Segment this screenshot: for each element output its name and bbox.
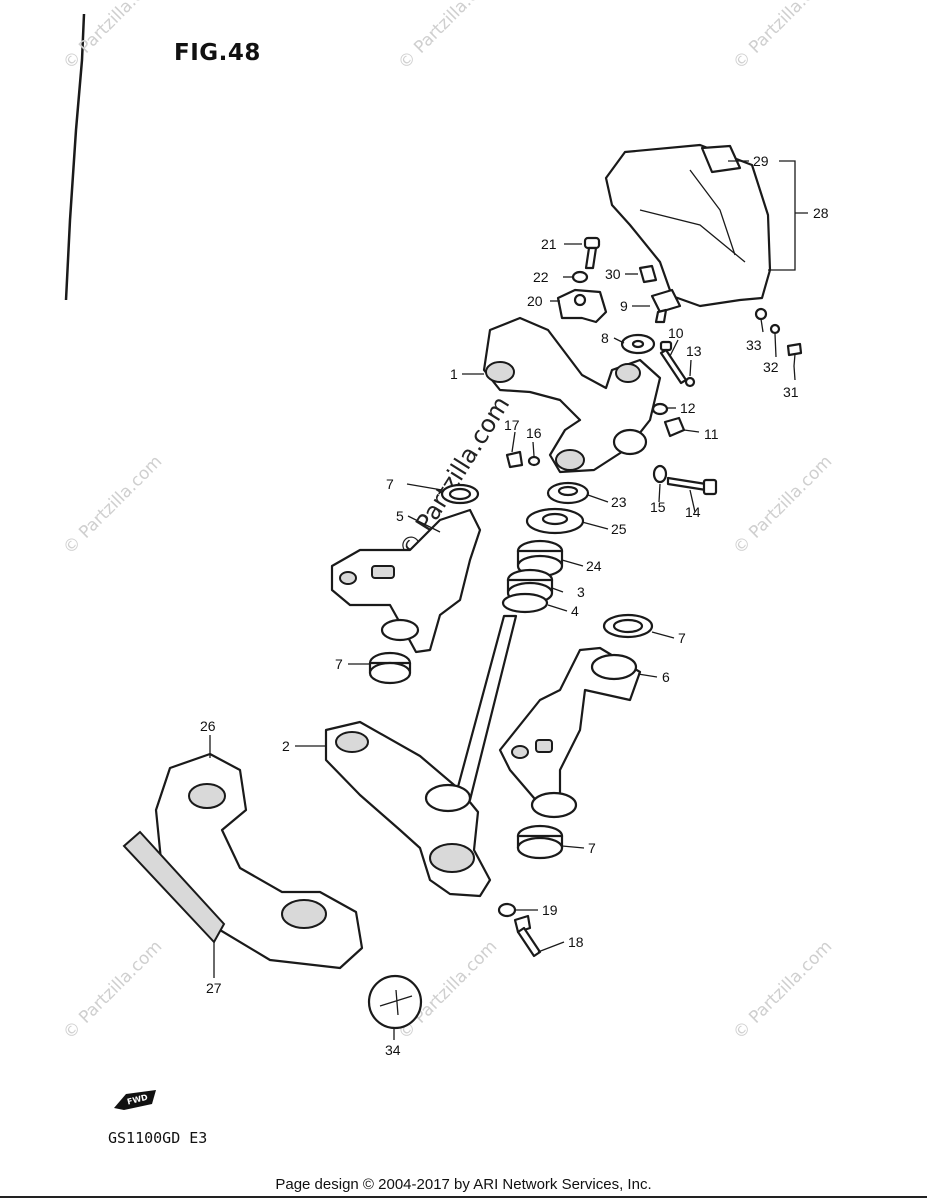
callout-5: 5 — [396, 508, 404, 524]
callout-18: 18 — [568, 934, 584, 950]
part-29-emblem — [700, 144, 742, 174]
watermark: © Partzilla.com — [59, 452, 166, 559]
part-16-washer — [527, 455, 541, 467]
watermark: © Partzilla.com — [729, 937, 836, 1044]
part-2-lower-bracket — [324, 614, 518, 898]
model-code: GS1100GD E3 — [108, 1129, 208, 1147]
part-33-washer — [754, 307, 768, 321]
callout-26: 26 — [200, 718, 216, 734]
part-17-nut — [505, 450, 524, 469]
part-12-nut — [651, 402, 669, 416]
callout-7: 7 — [678, 630, 686, 646]
callout-34: 34 — [385, 1042, 401, 1058]
part-8-washer — [620, 333, 656, 355]
callout-20: 20 — [527, 293, 543, 309]
part-10-bolt — [659, 340, 688, 385]
part-32-nut — [769, 323, 781, 335]
watermark: © Partzilla.com — [729, 452, 836, 559]
callout-1: 1 — [450, 366, 458, 382]
callout-7: 7 — [386, 476, 394, 492]
part-9-bolt — [650, 288, 682, 324]
callout-8: 8 — [601, 330, 609, 346]
part-20-holder — [556, 288, 608, 324]
callout-27: 27 — [206, 980, 222, 996]
part-13-washer — [684, 376, 696, 388]
callout-30: 30 — [605, 266, 621, 282]
watermark: © Partzilla.com — [59, 0, 166, 74]
part-7-grommet — [368, 651, 412, 685]
callout-25: 25 — [611, 521, 627, 537]
part-11-cap — [663, 416, 686, 438]
callout-13: 13 — [686, 343, 702, 359]
part-7-grommet — [440, 483, 480, 505]
part-28-cover — [604, 143, 772, 308]
callout-31: 31 — [783, 384, 799, 400]
part-6-right-bracket — [498, 646, 642, 819]
part-4-race — [501, 592, 549, 614]
watermark: © Partzilla.com — [394, 0, 501, 74]
callout-labels: 1 2 3 4 5 6 7 7 7 7 8 9 10 11 12 13 14 1… — [200, 153, 829, 1058]
callout-28: 28 — [813, 205, 829, 221]
callout-3: 3 — [577, 584, 585, 600]
callout-7: 7 — [335, 656, 343, 672]
figure-title: FIG.48 — [174, 40, 261, 66]
callout-2: 2 — [282, 738, 290, 754]
part-7-grommet — [516, 824, 564, 860]
part-18-bolt — [513, 914, 542, 958]
callout-32: 32 — [763, 359, 779, 375]
callout-6: 6 — [662, 669, 670, 685]
scan-edge-mark — [64, 13, 86, 301]
footer-divider — [0, 1196, 927, 1198]
part-26-bracket — [154, 752, 364, 970]
callout-24: 24 — [586, 558, 602, 574]
callout-17: 17 — [504, 417, 520, 433]
part-14-bolt — [666, 476, 718, 496]
callout-29: 29 — [753, 153, 769, 169]
callout-9: 9 — [620, 298, 628, 314]
part-23-nut — [546, 481, 590, 505]
part-27-reflector — [122, 830, 226, 944]
watermark: © Partzilla.com — [729, 0, 836, 74]
callout-11: 11 — [704, 426, 719, 442]
callout-14: 14 — [685, 504, 701, 520]
callout-10: 10 — [668, 325, 684, 341]
part-22-washer — [571, 270, 589, 284]
callout-22: 22 — [533, 269, 549, 285]
part-21-bolt — [583, 236, 601, 270]
callout-12: 12 — [680, 400, 696, 416]
part-15-washer — [652, 464, 668, 484]
callout-33: 33 — [746, 337, 762, 353]
part-31-screw — [786, 342, 803, 367]
part-5-left-bracket — [330, 508, 482, 654]
callout-4: 4 — [571, 603, 579, 619]
callout-15: 15 — [650, 499, 666, 515]
part-30-nut — [638, 264, 658, 284]
part-25-washer — [525, 507, 585, 535]
callout-23: 23 — [611, 494, 627, 510]
callout-7: 7 — [588, 840, 596, 856]
callout-21: 21 — [541, 236, 557, 252]
part-1-upper-bracket — [482, 316, 662, 474]
watermark: © Partzilla.com — [59, 937, 166, 1044]
leader-lines — [209, 160, 808, 1040]
callout-16: 16 — [526, 425, 542, 441]
fwd-arrow-icon: FWD — [114, 1090, 156, 1110]
callout-19: 19 — [542, 902, 558, 918]
part-24-bearing — [516, 539, 564, 578]
footer-copyright: Page design © 2004-2017 by ARI Network S… — [275, 1176, 652, 1193]
part-34-cap — [367, 974, 423, 1030]
part-7-grommet — [602, 613, 654, 639]
part-19-washer — [497, 902, 517, 918]
